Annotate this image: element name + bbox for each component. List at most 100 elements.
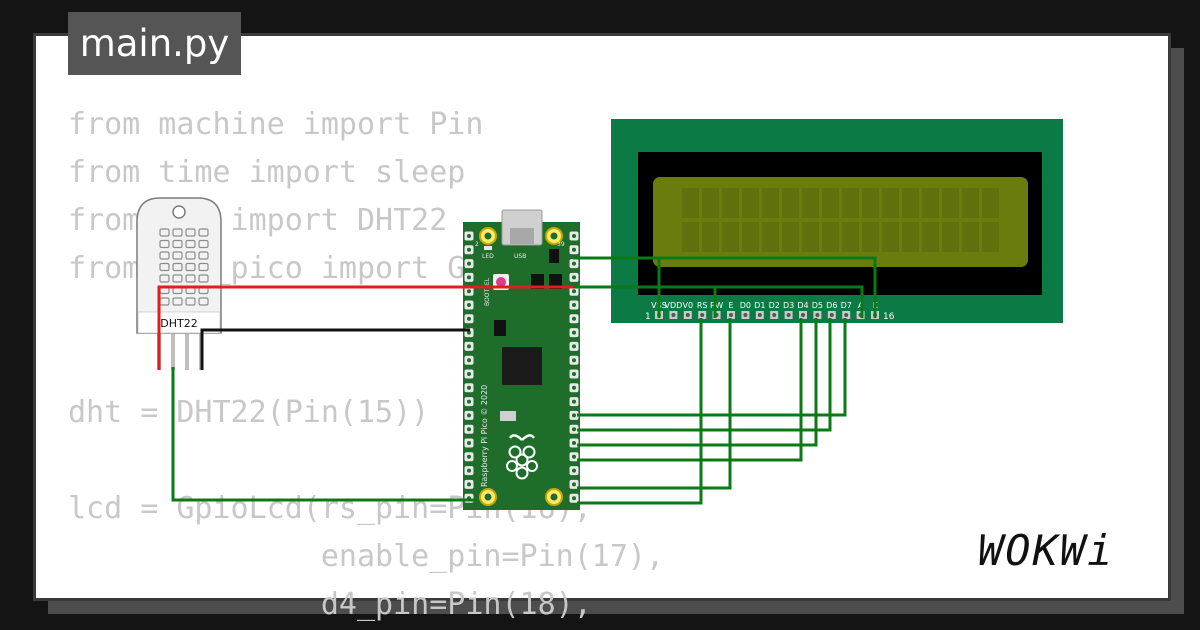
wire-lcd-enable[interactable] (577, 318, 732, 490)
wire-lcd-d6[interactable] (577, 318, 832, 432)
lcd-char-cell (942, 222, 959, 252)
pico-pin-hole (572, 385, 576, 390)
pico-pin-hole (572, 482, 576, 487)
dht22-grille-slot (159, 228, 170, 237)
dht22-grille-slot (185, 228, 196, 237)
lcd-pin-label: D5 (812, 301, 823, 310)
pico-led (484, 246, 492, 250)
lcd-char-cell (942, 188, 959, 218)
pico-pin-hole (572, 330, 576, 335)
dht22-grille-slot (185, 297, 196, 306)
dht22-pin (171, 334, 175, 370)
dht22-grille-slot (172, 262, 183, 272)
pico-pin-hole (572, 261, 576, 266)
dht22-sensor[interactable]: DHT22 (136, 197, 222, 370)
dht22-grille-slot (198, 239, 209, 249)
lcd-pin-label: E (728, 301, 733, 310)
pico-pin-hole (572, 316, 576, 321)
pico-chip (549, 249, 559, 263)
wire-lcd-vss[interactable] (573, 256, 661, 318)
pico-pin-hole (467, 358, 471, 363)
lcd-pin-hole (815, 313, 820, 317)
lcd-pin-last-label: 16 (883, 312, 895, 322)
lcd-char-cell (742, 222, 759, 252)
dht22-grille-slot (185, 274, 196, 283)
code-line: dht = DHT22(Pin(15)) (68, 395, 430, 430)
wire-lcd-d4[interactable] (577, 318, 803, 462)
bootsel-label: BOOTSEL (484, 277, 491, 306)
lcd-pin-hole (685, 313, 690, 317)
pico-pin-hole (467, 289, 471, 294)
wire-lcd-rs[interactable] (577, 318, 703, 505)
lcd-pin-hole (743, 313, 748, 317)
pico-pin-hole (572, 372, 576, 376)
dht22-grille-slot (172, 251, 183, 260)
pico-pin-hole (572, 454, 576, 459)
lcd-char-cell (982, 188, 999, 218)
lcd-char-cell (702, 222, 719, 252)
lcd-char-cell (902, 188, 919, 218)
dht22-grille-slot (172, 274, 183, 283)
dht22-grille-slot (159, 251, 170, 260)
lcd-char-cell (842, 222, 859, 252)
wire-lcd-anode[interactable] (573, 256, 877, 318)
pico-pin-hole (467, 234, 471, 238)
lcd-pin-label: D0 (740, 301, 751, 310)
lcd-char-cell (682, 222, 699, 252)
lcd-char-cell (822, 222, 839, 252)
lcd-pin-hole (786, 313, 791, 317)
pico-pin-hole (467, 330, 471, 335)
pico-pin-hole (572, 427, 576, 432)
raspberry-pi-pico[interactable]: LED USB 2 39 BOOTSEL Raspberry Pi Pico ©… (463, 209, 580, 510)
dht22-grille-slot (198, 262, 209, 272)
lcd-char-cell (962, 188, 979, 218)
lcd-char-cell (822, 188, 839, 218)
code-line: from time import sleep (68, 155, 466, 190)
lcd-char-cell (782, 188, 799, 218)
wire-lcd-d7[interactable] (577, 318, 847, 417)
pico-pin-hole (467, 247, 471, 252)
lcd-char-cell (862, 222, 879, 252)
wire-power[interactable] (157, 285, 573, 370)
wire-lcd-d5[interactable] (577, 318, 818, 447)
pico-pin-hole (467, 482, 471, 487)
pico-led-label: LED (482, 253, 494, 260)
pico-pin-hole (572, 275, 576, 280)
pico-pin-hole (572, 344, 576, 349)
pico-pin-hole (572, 303, 576, 307)
pico-pin-hole (572, 289, 576, 294)
wire-lcd-k[interactable] (573, 285, 864, 318)
lcd-char-cell (702, 188, 719, 218)
bootsel-button-cap (496, 277, 506, 287)
lcd-pin-hole (844, 313, 849, 317)
lcd-char-cell (982, 222, 999, 252)
lcd-pin-hole (671, 313, 676, 317)
pico-chip (531, 274, 544, 289)
raspberry-pi-logo (506, 434, 538, 480)
code-line: enable_pin=Pin(17), (68, 539, 665, 574)
dht22-grille-slot (159, 239, 170, 249)
pico-pin-hole (572, 413, 576, 418)
lcd-char-cell (842, 188, 859, 218)
lcd-char-cell (722, 188, 739, 218)
lcd-char-cell (962, 222, 979, 252)
wire-ground[interactable] (200, 328, 470, 370)
pico-pin-hole (467, 454, 471, 459)
dht22-grille-slot (185, 251, 196, 260)
wire-dht-data[interactable] (171, 367, 478, 502)
lcd-pin-hole (700, 313, 705, 317)
dht22-grille-slot (198, 251, 209, 260)
lcd-pin-label: D4 (797, 301, 808, 310)
lcd-character-cells (682, 188, 999, 252)
pico-pin-hole (572, 399, 576, 404)
pico-pin-hole (572, 247, 576, 252)
file-tab[interactable]: main.py (68, 12, 241, 75)
lcd-pin-label: D7 (841, 301, 852, 310)
dht22-grille-slot (159, 262, 170, 272)
code-line: from dht import DHT22 (68, 203, 448, 238)
lcd-char-cell (862, 188, 879, 218)
lcd-pin-hole (772, 313, 777, 317)
pico-pin-hole (572, 358, 576, 363)
